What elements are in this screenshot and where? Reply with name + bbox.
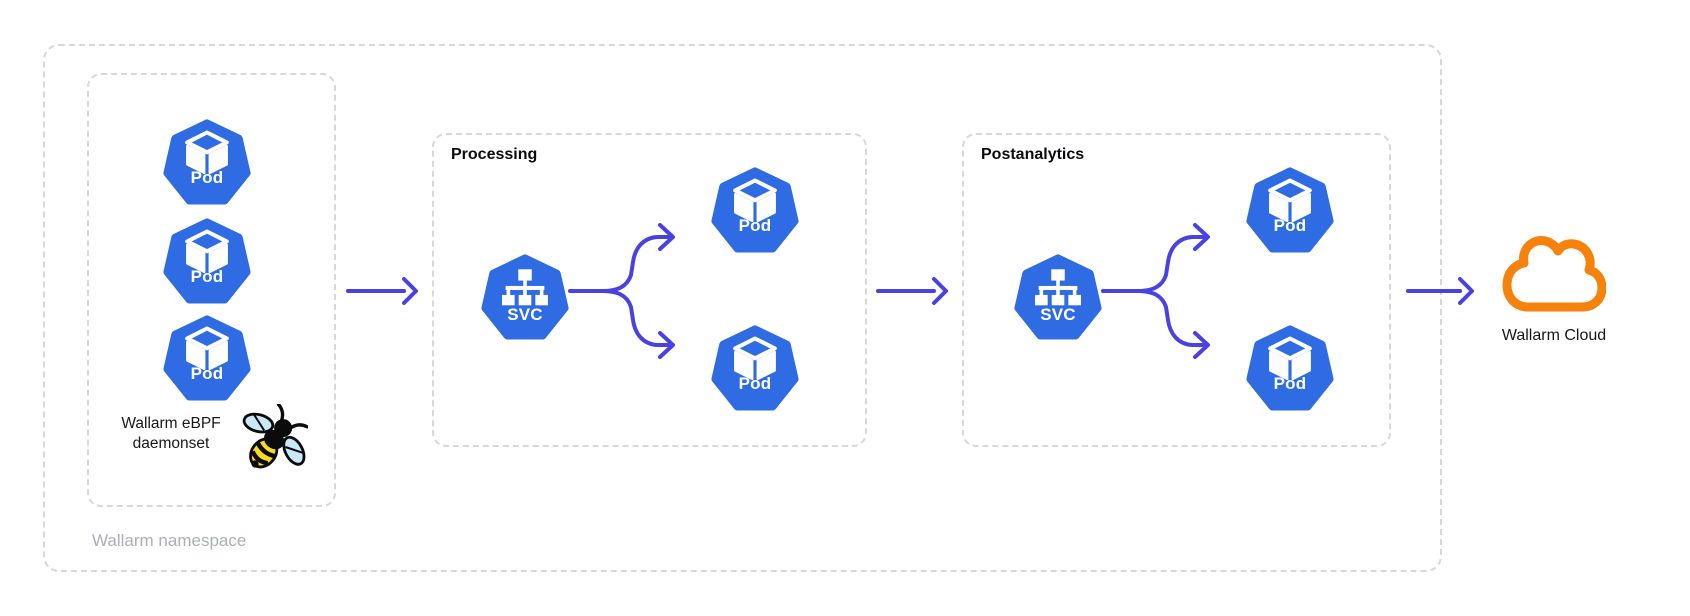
wallarm-cloud-icon: [1502, 234, 1607, 316]
pod-label: Pod: [738, 215, 772, 235]
wallarm-cloud-label: Wallarm Cloud: [1501, 327, 1607, 344]
processing-box: Processing: [432, 133, 867, 447]
postanalytics-title: Postanalytics: [981, 146, 1085, 163]
wallarm-namespace-box: [43, 44, 1442, 572]
postanalytics-svc-node: SVC: [1013, 254, 1103, 344]
kubernetes-service-icon: [1013, 254, 1103, 344]
pod-label: Pod: [190, 266, 224, 286]
daemonset-caption: Wallarm eBPF daemonset: [94, 414, 248, 454]
processing-pod-node: Pod: [710, 167, 800, 257]
daemonset-pod-node: Pod: [162, 119, 252, 209]
namespace-label: Wallarm namespace: [92, 531, 247, 550]
pod-label: Pod: [738, 373, 772, 393]
ebpf-bee-icon: [242, 404, 308, 469]
pod-label: Pod: [190, 363, 224, 383]
svc-label: SVC: [1040, 305, 1076, 325]
postanalytics-pod-node: Pod: [1245, 167, 1335, 257]
kubernetes-service-icon: [480, 254, 570, 344]
pod-label: Pod: [1273, 215, 1307, 235]
daemonset-caption-line2: daemonset: [132, 435, 210, 452]
kubernetes-pod-icon: [710, 325, 800, 415]
kubernetes-pod-icon: [162, 218, 252, 308]
processing-svc-node: SVC: [480, 254, 570, 344]
processing-title: Processing: [451, 146, 538, 163]
pod-label: Pod: [190, 167, 224, 187]
svc-label: SVC: [507, 305, 543, 325]
kubernetes-pod-icon: [162, 119, 252, 209]
daemonset-caption-line1: Wallarm eBPF: [121, 415, 221, 432]
pod-label: Pod: [1273, 373, 1307, 393]
postanalytics-pod-node: Pod: [1245, 325, 1335, 415]
kubernetes-pod-icon: [162, 315, 252, 405]
daemonset-box: [87, 73, 336, 507]
kubernetes-pod-icon: [710, 167, 800, 257]
daemonset-pod-node: Pod: [162, 218, 252, 308]
postanalytics-box: Postanalytics: [962, 133, 1391, 447]
processing-pod-node: Pod: [710, 325, 800, 415]
kubernetes-pod-icon: [1245, 167, 1335, 257]
daemonset-pod-node: Pod: [162, 315, 252, 405]
kubernetes-pod-icon: [1245, 325, 1335, 415]
